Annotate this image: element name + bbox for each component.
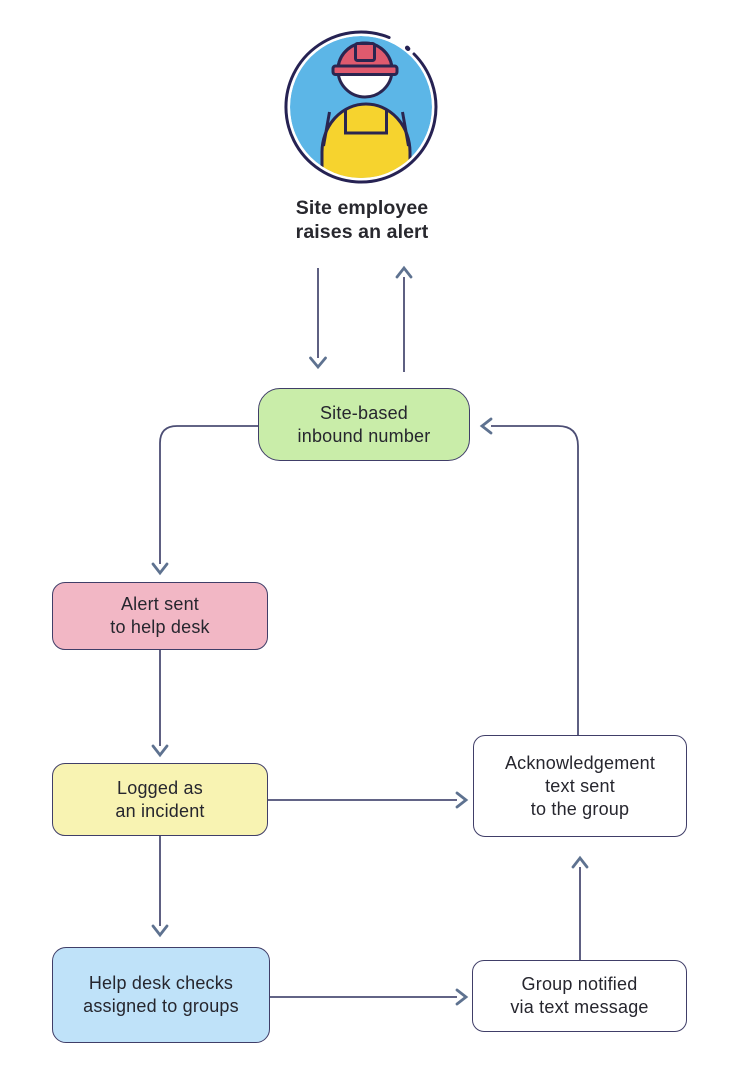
arrow-notified-to-ack-head xyxy=(571,855,589,869)
helmet-brim xyxy=(331,64,399,76)
vest-bib xyxy=(344,109,388,135)
node-label: Site-based inbound number xyxy=(297,402,431,446)
arrow-helpdesk-to-notified-head xyxy=(455,988,469,1006)
node-help-desk-checks-groups: Help desk checks assigned to groups xyxy=(52,947,270,1043)
node-site-based-inbound-number: Site-based inbound number xyxy=(258,388,470,461)
node-label: Help desk checks assigned to groups xyxy=(83,973,239,1016)
node-label: Logged as an incident xyxy=(115,777,205,821)
vest-strap-right xyxy=(401,111,410,147)
arrow-employee-to-inbound-head xyxy=(309,356,327,370)
node-label: Acknowledgement text sent to the group xyxy=(504,752,656,819)
node-alert-sent-to-help-desk: Alert sent to help desk xyxy=(52,582,268,650)
connector-inbound-to-alert-line xyxy=(159,425,258,564)
arrow-incident-to-ack-head xyxy=(455,791,469,809)
arrow-inbound-to-employee-head xyxy=(395,265,413,279)
node-logged-as-incident: Logged as an incident xyxy=(52,763,268,836)
icon-ring-dot xyxy=(404,45,411,52)
arrow-alert-to-incident-head xyxy=(151,744,169,758)
connector-ack-to-inbound-line xyxy=(491,425,579,735)
vest-strap-left xyxy=(322,111,331,147)
node-group-notified-via-text: Group notified via text message xyxy=(472,960,687,1032)
node-label: Alert sent to help desk xyxy=(110,594,210,637)
icon-ring xyxy=(284,30,438,184)
connector-inbound-to-alert-head xyxy=(151,562,169,576)
helmet-top-vent xyxy=(354,42,376,62)
actor-caption: Site employee raises an alert xyxy=(295,197,429,243)
node-acknowledgement-text-sent: Acknowledgement text sent to the group xyxy=(473,735,687,837)
connector-ack-to-inbound-head xyxy=(479,417,493,435)
node-label: Group notified via text message xyxy=(510,974,649,1017)
construction-worker-icon xyxy=(284,30,438,184)
arrow-incident-to-helpdesk-head xyxy=(151,924,169,938)
